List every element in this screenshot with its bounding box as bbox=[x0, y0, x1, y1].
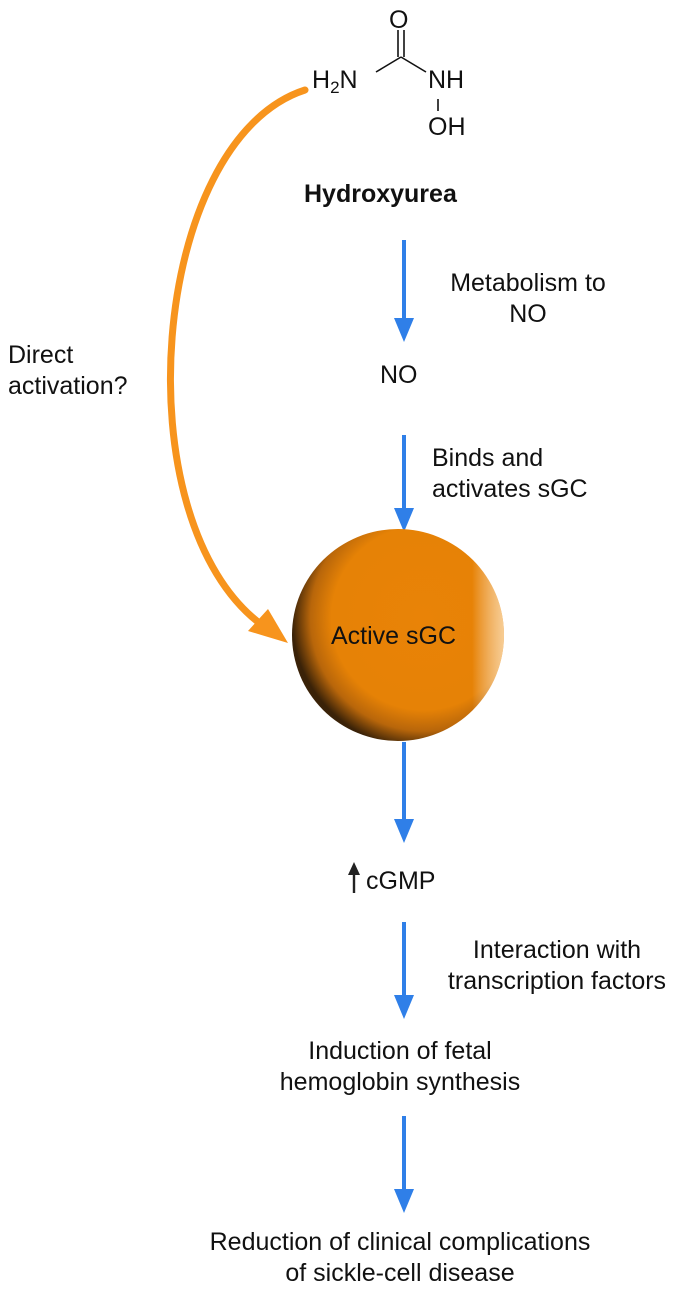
step-binds-line-2: activates sGC bbox=[432, 475, 588, 503]
arrow-sgc-to-cgmp bbox=[394, 742, 414, 843]
node-cgmp: cGMP bbox=[366, 867, 436, 895]
direct-activation-arrow-path bbox=[166, 86, 309, 629]
step-metabolism-label: Metabolism to NO bbox=[432, 268, 624, 330]
step-interaction-line-1: Interaction with bbox=[472, 936, 642, 964]
node-fetal-hemoglobin-line-1: Induction of fetal bbox=[308, 1037, 492, 1065]
step-metabolism-line-1: Metabolism to bbox=[450, 269, 606, 297]
step-interaction-line-2: transcription factors bbox=[447, 967, 667, 995]
node-outcome-line-1: Reduction of clinical complications bbox=[209, 1228, 591, 1256]
atom-h: H bbox=[312, 66, 331, 94]
atom-oh: OH bbox=[428, 113, 466, 141]
atom-n: N bbox=[339, 66, 358, 94]
bond-c-n bbox=[400, 56, 427, 73]
bond-n-c bbox=[375, 56, 402, 73]
hydroxyurea-bonds bbox=[375, 30, 439, 111]
atom-nh: NH bbox=[428, 66, 465, 94]
arrow-cgmp-to-fetal-hb bbox=[394, 922, 414, 1019]
arrow-no-to-sgc bbox=[394, 435, 414, 532]
atom-h2n: H2N bbox=[312, 66, 358, 102]
node-active-sgc: Active sGC bbox=[331, 622, 457, 650]
step-metabolism-line-2: NO bbox=[509, 300, 547, 328]
flow-arrows bbox=[394, 240, 414, 1213]
node-fetal-hemoglobin-line-2: hemoglobin synthesis bbox=[279, 1068, 521, 1096]
direct-activation-line-2: activation? bbox=[8, 372, 128, 400]
increase-arrow-icon bbox=[348, 862, 360, 893]
step-interaction-label: Interaction with transcription factors bbox=[424, 935, 690, 997]
node-fetal-hemoglobin: Induction of fetal hemoglobin synthesis bbox=[230, 1036, 570, 1098]
hydroxyurea-label: Hydroxyurea bbox=[304, 180, 457, 208]
direct-activation-label: Direct activation? bbox=[8, 340, 128, 402]
arrow-hydroxyurea-to-no bbox=[394, 240, 414, 342]
active-sgc-sphere bbox=[292, 529, 504, 741]
atom-o-carbonyl: O bbox=[389, 6, 409, 34]
direct-activation-line-1: Direct bbox=[8, 341, 74, 369]
node-outcome-line-2: of sickle-cell disease bbox=[285, 1259, 515, 1287]
node-outcome: Reduction of clinical complications of s… bbox=[150, 1227, 650, 1289]
node-no: NO bbox=[380, 361, 418, 389]
step-binds-label: Binds and activates sGC bbox=[432, 443, 588, 505]
atom-subscript: 2 bbox=[330, 78, 340, 97]
arrow-fetal-hb-to-outcome bbox=[394, 1116, 414, 1213]
step-binds-line-1: Binds and bbox=[432, 444, 544, 472]
direct-activation-arrowhead bbox=[248, 609, 288, 643]
